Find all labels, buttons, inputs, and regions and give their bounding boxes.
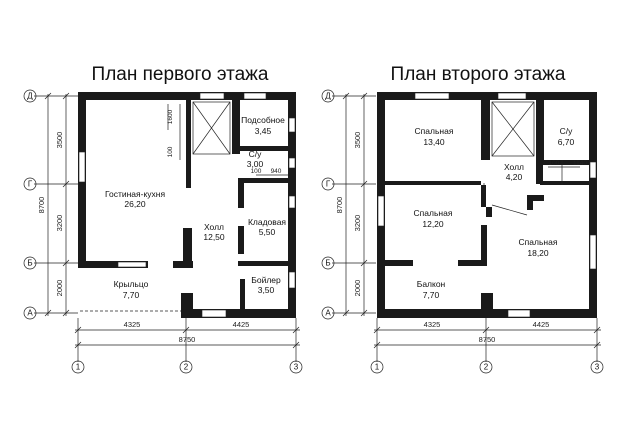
second-floor-title: План второго этажа: [391, 64, 566, 85]
svg-text:Б: Б: [27, 259, 32, 268]
first-floor-axis-markers: Д Г Б А 1 2 3: [23, 89, 303, 374]
room-utility-name: Подсобное: [241, 115, 285, 125]
svg-text:Б: Б: [325, 259, 330, 268]
svg-text:2000: 2000: [353, 280, 362, 297]
second-floor-axis-markers: Д Г Б А 1 2 3: [321, 89, 604, 374]
room-wc2-area: 6,70: [558, 137, 575, 147]
room-balcony-area: 7,70: [423, 290, 440, 300]
svg-text:4425: 4425: [233, 320, 250, 329]
room-hall2-name: Холл: [504, 162, 524, 172]
room-hall2-area: 4,20: [506, 172, 523, 182]
svg-text:3500: 3500: [55, 132, 64, 149]
svg-text:2000: 2000: [55, 280, 64, 297]
room-wc-area: 3,00: [247, 159, 264, 169]
svg-text:1: 1: [375, 363, 380, 372]
first-floor-windows: [78, 92, 296, 318]
svg-text:3200: 3200: [55, 215, 64, 232]
svg-text:А: А: [27, 309, 33, 318]
svg-text:8750: 8750: [179, 335, 196, 344]
room-hall-area: 12,50: [203, 232, 225, 242]
svg-text:4425: 4425: [533, 320, 550, 329]
svg-text:100: 100: [549, 160, 560, 167]
svg-text:940: 940: [271, 168, 282, 175]
svg-text:4325: 4325: [124, 320, 141, 329]
svg-text:1600: 1600: [167, 109, 174, 124]
room-wc-name: С/у: [249, 149, 263, 159]
room-bedroom1-name: Спальная: [415, 126, 454, 136]
room-wc2-name: С/у: [560, 126, 574, 136]
room-storage-name: Кладовая: [248, 217, 286, 227]
first-floor-title: План первого этажа: [92, 64, 269, 85]
second-floor-stair-shaft: [483, 101, 535, 216]
room-porch-area: 7,70: [123, 290, 140, 300]
svg-text:Д: Д: [325, 92, 331, 101]
first-floor-stair-shaft: [192, 101, 231, 155]
svg-text:1140: 1140: [573, 160, 587, 167]
svg-text:1: 1: [76, 363, 81, 372]
room-bedroom3-name: Спальная: [519, 237, 558, 247]
svg-text:3: 3: [595, 363, 600, 372]
room-bedroom3-area: 18,20: [527, 248, 549, 258]
room-utility-area: 3,45: [255, 126, 272, 136]
room-boiler-area: 3,50: [258, 285, 275, 295]
room-hall-name: Холл: [204, 222, 224, 232]
first-floor-plan: Д Г Б А 1 2 3 3500 3200 2000 8700 4325 4…: [23, 89, 303, 374]
second-floor-windows: [377, 92, 597, 318]
svg-text:3500: 3500: [353, 132, 362, 149]
svg-text:3200: 3200: [353, 215, 362, 232]
svg-text:А: А: [325, 309, 331, 318]
second-floor-plan: Д Г Б А 1 2 3 3500 3200 2000 8700 4325 4…: [321, 89, 604, 374]
room-bedroom2-area: 12,20: [422, 219, 444, 229]
room-bedroom2-name: Спальная: [414, 208, 453, 218]
svg-text:100: 100: [251, 168, 262, 175]
second-floor-grid-lines: [332, 92, 601, 362]
svg-text:8700: 8700: [335, 197, 344, 214]
svg-text:3: 3: [294, 363, 299, 372]
svg-text:8700: 8700: [37, 197, 46, 214]
svg-text:Г: Г: [28, 180, 33, 189]
first-floor-grid-lines: [34, 92, 300, 362]
room-living-kitchen-name: Гостиная-кухня: [105, 189, 166, 199]
room-living-kitchen-area: 26,20: [124, 199, 146, 209]
room-storage-area: 5,50: [259, 227, 276, 237]
svg-text:Г: Г: [326, 180, 331, 189]
room-boiler-name: Бойлер: [251, 275, 281, 285]
room-balcony-name: Балкон: [417, 279, 446, 289]
svg-text:8750: 8750: [479, 335, 496, 344]
svg-text:Д: Д: [27, 92, 33, 101]
svg-text:100: 100: [167, 146, 174, 157]
svg-text:2: 2: [184, 363, 189, 372]
svg-text:2: 2: [484, 363, 489, 372]
svg-text:4325: 4325: [424, 320, 441, 329]
room-bedroom1-area: 13,40: [423, 137, 445, 147]
room-porch-name: Крыльцо: [114, 279, 149, 289]
